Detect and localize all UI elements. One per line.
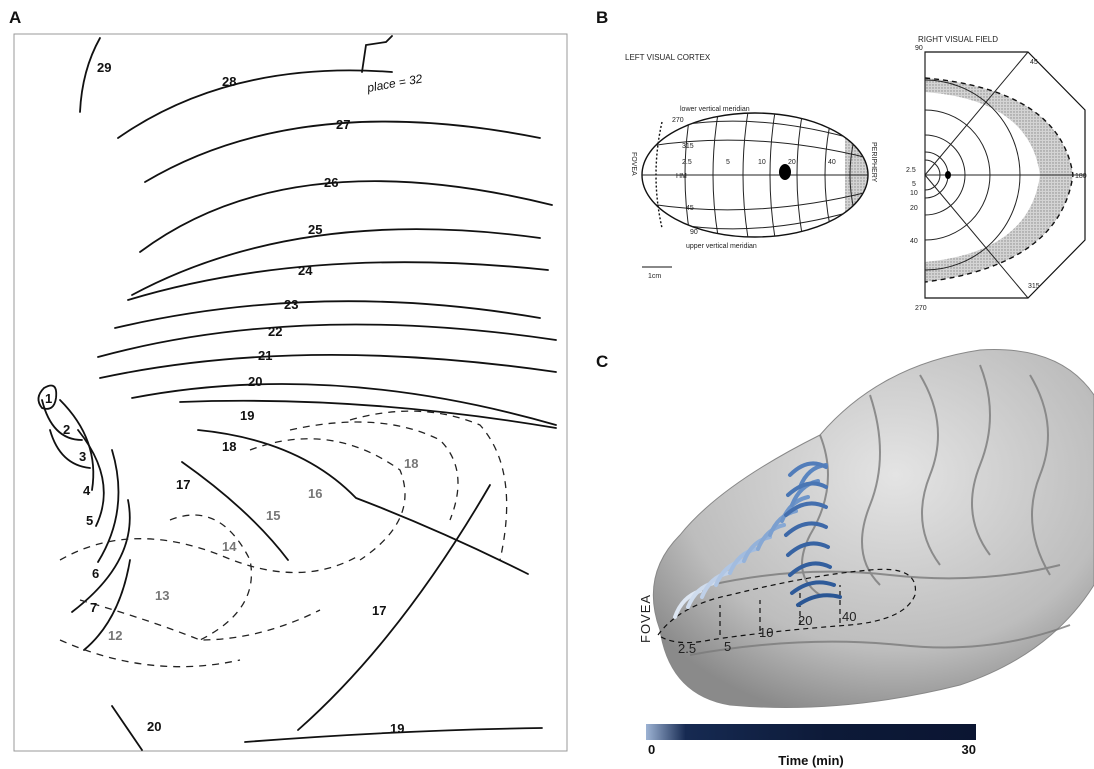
field-label-20: 20 xyxy=(910,205,918,212)
map-num-18: 18 xyxy=(222,439,236,454)
map-num-17b: 17 xyxy=(372,603,386,618)
field-label-2-5: 2.5 xyxy=(906,167,916,174)
cortex-title: LEFT VISUAL CORTEX xyxy=(625,53,711,62)
map-num-21: 21 xyxy=(258,348,272,363)
cortex-spot xyxy=(779,164,791,180)
map-num-2: 2 xyxy=(63,422,70,437)
map-num-5: 5 xyxy=(86,513,93,528)
cortex-label-45: 45 xyxy=(686,205,694,212)
contour-25 xyxy=(132,229,540,295)
fovea-label-c: FOVEA xyxy=(638,594,653,643)
brain-outline xyxy=(653,350,1094,708)
map-num-3: 3 xyxy=(79,449,86,464)
contour-5 xyxy=(78,430,104,526)
field-title: RIGHT VISUAL FIELD xyxy=(918,35,998,44)
map-num-1: 1 xyxy=(45,391,52,406)
handwritten-note: place = 32 xyxy=(365,71,424,95)
map-num-13: 13 xyxy=(155,588,169,603)
field-label-5: 5 xyxy=(912,181,916,188)
colorbar-title: Time (min) xyxy=(646,753,976,768)
map-num-26: 26 xyxy=(324,175,338,190)
time-colorbar: 0 30 Time (min) xyxy=(646,724,976,740)
map-num-22: 22 xyxy=(268,324,282,339)
colorbar-gradient xyxy=(646,724,976,740)
map-num-14: 14 xyxy=(222,539,237,554)
panel-label-c: C xyxy=(596,352,608,372)
map-num-23: 23 xyxy=(284,297,298,312)
map-num-18b: 18 xyxy=(404,456,418,471)
cortex-label-90: 90 xyxy=(690,229,698,236)
contour-29 xyxy=(80,38,100,112)
contour-21 xyxy=(100,355,556,378)
map-num-27: 27 xyxy=(336,117,350,132)
contour-28 xyxy=(118,70,392,138)
map-num-25: 25 xyxy=(308,222,322,237)
dashed-contour-7 xyxy=(60,640,240,667)
note-arrow xyxy=(362,36,392,72)
cortex-label-2-5: 2.5 xyxy=(682,159,692,166)
dashed-contour-5 xyxy=(350,411,507,560)
cortex-label-20: 20 xyxy=(788,159,796,166)
panel-a-hand-drawn-map: 29 28 27 26 25 24 23 22 21 20 19 18 17 1… xyxy=(0,0,575,769)
contour-26 xyxy=(140,181,552,252)
cortex-label-5: 5 xyxy=(726,159,730,166)
field-spot xyxy=(945,171,951,179)
contour-20b xyxy=(112,706,142,750)
ecc-label-10: 10 xyxy=(759,625,773,640)
cortex-hm: HM xyxy=(676,173,687,180)
dashed-contour-1 xyxy=(60,539,360,573)
contour-18a xyxy=(198,430,528,574)
cortex-label-315: 315 xyxy=(682,143,694,150)
ecc-label-5: 5 xyxy=(724,639,731,654)
contour-6 xyxy=(98,450,118,562)
map-num-24: 24 xyxy=(298,263,313,278)
ecc-label-40: 40 xyxy=(842,609,856,624)
visual-field-map xyxy=(925,52,1085,298)
contour-22 xyxy=(98,324,556,357)
ecc-label-2-5: 2.5 xyxy=(678,641,696,656)
cortex-label-40: 40 xyxy=(828,159,836,166)
contour-17b xyxy=(298,485,490,730)
map-num-29: 29 xyxy=(97,60,111,75)
field-label-180: 180 xyxy=(1075,173,1087,180)
map-num-6: 6 xyxy=(92,566,99,581)
cortex-label-10: 10 xyxy=(758,159,766,166)
upper-meridian-label: upper vertical meridian xyxy=(686,243,757,250)
panel-c-brain-illustration: 2.5 5 10 20 40 FOVEA xyxy=(620,335,1094,720)
field-label-40: 40 xyxy=(910,238,918,245)
field-label-315: 315 xyxy=(1028,283,1040,290)
ecc-label-20: 20 xyxy=(798,613,812,628)
map-num-19b: 19 xyxy=(390,721,404,736)
panel-label-b: B xyxy=(596,8,608,28)
lower-meridian-label: lower vertical meridian xyxy=(680,106,750,113)
map-num-28: 28 xyxy=(222,74,236,89)
field-label-270: 270 xyxy=(915,305,927,312)
field-label-45: 45 xyxy=(1030,59,1038,66)
cortex-label-270: 270 xyxy=(672,117,684,124)
map-num-15: 15 xyxy=(266,508,280,523)
map-num-7: 7 xyxy=(90,600,97,615)
dashed-contour-2 xyxy=(170,515,251,640)
map-num-16: 16 xyxy=(308,486,322,501)
field-label-90: 90 xyxy=(915,45,923,52)
panel-a-frame xyxy=(14,34,567,751)
fovea-label-b: FOVEA xyxy=(630,152,637,176)
map-num-17: 17 xyxy=(176,477,190,492)
contour-19a xyxy=(180,401,556,428)
map-num-12: 12 xyxy=(108,628,122,643)
map-num-20b: 20 xyxy=(147,719,161,734)
field-label-10: 10 xyxy=(910,190,918,197)
map-num-19: 19 xyxy=(240,408,254,423)
map-num-4: 4 xyxy=(83,483,91,498)
panel-b-diagram: LEFT VISUAL CORTEX RIGHT VISUAL FIELD 27… xyxy=(590,30,1090,320)
periphery-label: PERIPHERY xyxy=(870,142,877,183)
map-num-20: 20 xyxy=(248,374,262,389)
scale-label: 1cm xyxy=(648,273,661,280)
